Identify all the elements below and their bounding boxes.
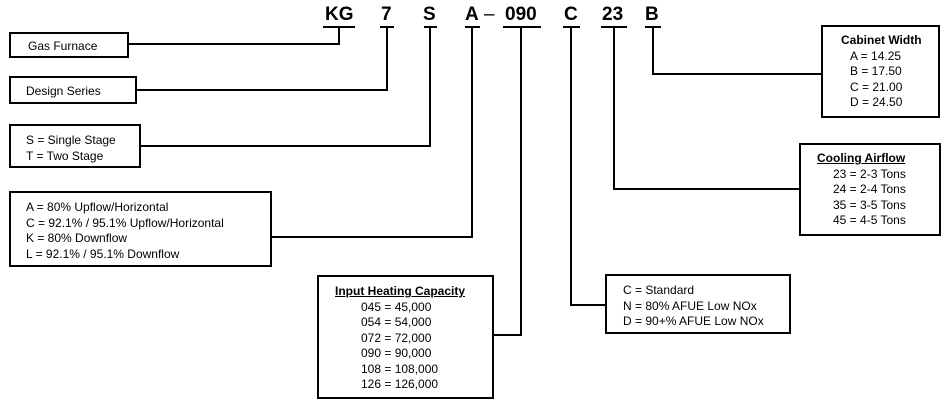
variation-line-d: D = 90+% AFUE Low NOx (623, 314, 764, 328)
config-line-c: C = 92.1% / 95.1% Upflow/Horizontal (26, 215, 224, 230)
cooling-line: 45 = 4-5 Tons (833, 213, 906, 227)
config-line-a: A = 80% Upflow/Horizontal (26, 200, 169, 214)
design-series-box: Design Series (9, 76, 137, 104)
code-c: C (564, 4, 578, 25)
cabinet-line: C = 21.00 (850, 79, 903, 94)
code-7: 7 (381, 4, 392, 25)
design-series-label: Design Series (26, 84, 101, 98)
stage-line-two: T = Two Stage (26, 148, 104, 163)
variation-line-c: C = Standard (623, 283, 695, 297)
code-dash: – (484, 4, 495, 25)
heating-capacity-box: Input Heating Capacity 045 = 45,000 054 … (317, 275, 494, 399)
capacity-line: 072 = 72,000 (361, 330, 432, 345)
cabinet-width-title: Cabinet Width (841, 33, 922, 47)
cabinet-line: B = 17.50 (850, 64, 902, 78)
stage-box: S = Single Stage T = Two Stage (9, 124, 141, 168)
code-a: A (465, 4, 479, 25)
cooling-airflow-title: Cooling Airflow (817, 151, 906, 165)
config-line-l: L = 92.1% / 95.1% Downflow (26, 246, 180, 261)
cooling-line: 24 = 2-4 Tons (833, 182, 906, 196)
capacity-line: 054 = 54,000 (361, 315, 432, 329)
capacity-line: 108 = 108,000 (361, 361, 439, 376)
code-s: S (423, 4, 436, 25)
variation-box: C = Standard N = 80% AFUE Low NOx D = 90… (605, 274, 791, 334)
stage-line-single: S = Single Stage (26, 133, 116, 147)
cooling-airflow-box: Cooling Airflow 23 = 2-3 Tons 24 = 2-4 T… (799, 143, 941, 236)
code-b: B (645, 4, 659, 25)
heating-capacity-title: Input Heating Capacity (335, 284, 466, 298)
code-23: 23 (602, 4, 624, 25)
variation-line-n: N = 80% AFUE Low NOx (623, 298, 757, 313)
airflow-config-box: A = 80% Upflow/Horizontal C = 92.1% / 95… (9, 191, 272, 267)
cabinet-width-box: Cabinet Width A = 14.25 B = 17.50 C = 21… (821, 25, 940, 118)
code-090: 090 (505, 4, 537, 25)
gas-furnace-box: Gas Furnace (9, 32, 129, 58)
capacity-line: 090 = 90,000 (361, 346, 432, 360)
code-kg: KG (325, 4, 354, 25)
cabinet-line: D = 24.50 (850, 95, 903, 109)
capacity-line: 126 = 126,000 (361, 377, 439, 391)
cooling-line: 23 = 2-3 Tons (833, 166, 906, 181)
gas-furnace-label: Gas Furnace (28, 39, 98, 53)
config-line-k: K = 80% Downflow (26, 231, 128, 245)
capacity-line: 045 = 45,000 (361, 299, 432, 314)
cooling-line: 35 = 3-5 Tons (833, 197, 906, 212)
cabinet-line: A = 14.25 (850, 48, 902, 63)
